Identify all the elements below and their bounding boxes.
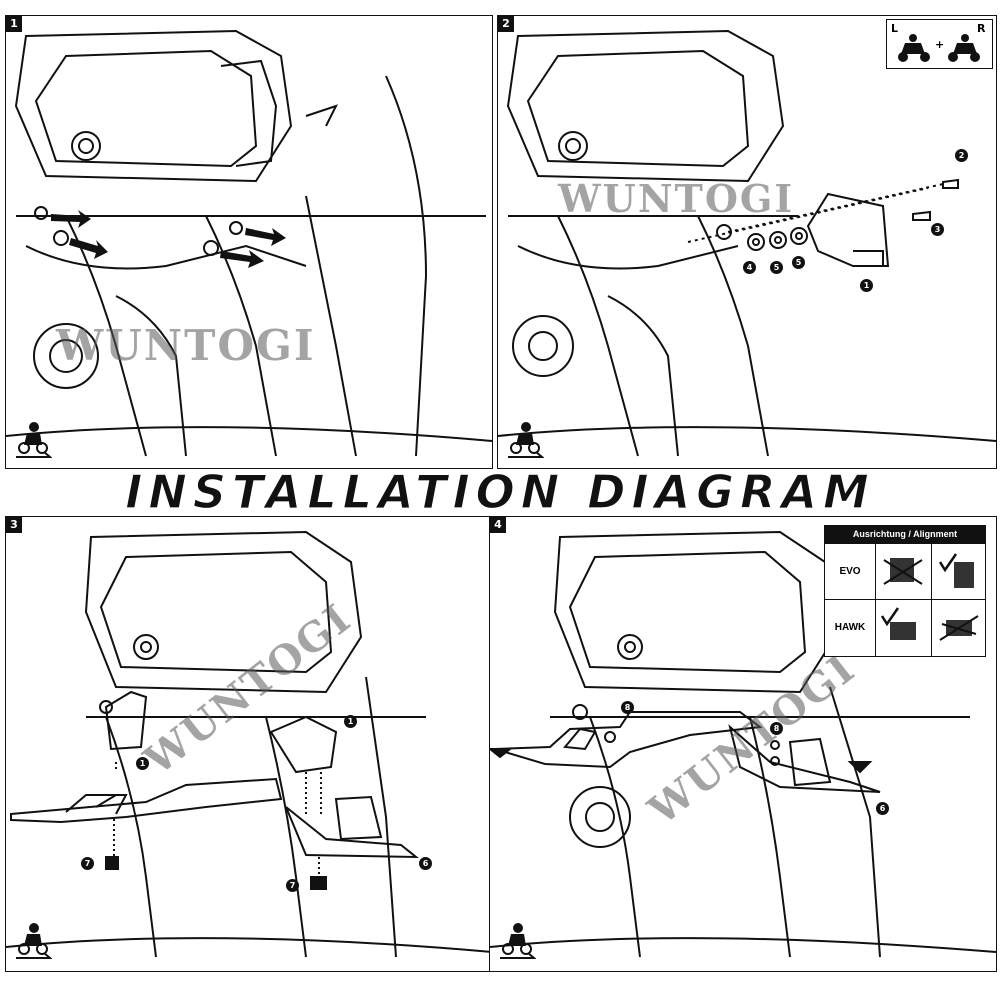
left-label: L [891,22,899,35]
right-label: R [977,22,986,35]
wrench-bike-icon [506,421,545,465]
cross-icon [876,544,930,600]
step-number: 4 [490,517,506,533]
motorcycle-frame-drawing [6,530,492,958]
step-number: 3 [6,517,22,533]
step-number: 1 [6,16,22,32]
alignment-table: Ausrichtung / Alignment EVO HAWK [824,525,986,657]
step-3-panel: 3 WUNTOGI 1 1 7 7 6 [5,516,493,972]
part-callout: 6 [876,802,889,815]
watermark: WUNTOGI [56,321,316,370]
part-callout: 4 [743,261,756,274]
part-callout: 3 [931,223,944,236]
rider-icon [948,34,980,62]
rider-icon [14,922,53,966]
step-4-panel: 4 WUNTOGI 8 8 6 Ausrichtung / Alignment … [489,516,997,972]
motorcycle-frame-drawing [498,29,996,457]
plus-label: + [935,38,945,51]
step-2-panel: 2 WUNTOGI 2 3 4 5 5 1 L + R [497,15,997,469]
part-callout: 8 [621,701,634,714]
part-callout: 5 [792,256,805,269]
part-callout: 1 [136,757,149,770]
part-callout: 7 [81,857,94,870]
rider-icon [14,421,53,465]
watermark: WUNTOGI [558,176,795,221]
left-right-badge: L + R [886,19,993,69]
motorcycle-frame-drawing [6,29,492,457]
checkmark-icon [931,544,986,600]
rider-icon [898,34,930,62]
row-label: EVO [825,544,876,600]
part-callout: 8 [770,722,783,735]
checkmark-icon [876,600,930,656]
part-callout: 6 [419,857,432,870]
alignment-header: Ausrichtung / Alignment [825,526,985,543]
alignment-row: EVO [825,543,985,600]
title-text: Installation diagram [125,468,875,516]
part-callout: 2 [955,149,968,162]
cross-icon [931,600,986,656]
motorcycle-frame-drawing [490,530,996,958]
row-label: HAWK [825,600,876,656]
part-callout: 1 [860,279,873,292]
step-1-panel: 1 WUNTOGI [5,15,493,469]
step-number: 2 [498,16,514,32]
part-callout: 5 [770,261,783,274]
part-callout: 1 [344,715,357,728]
rider-icon [498,922,537,966]
part-callout: 7 [286,879,299,892]
alignment-row: HAWK [825,599,985,656]
page-title: Installation diagram [0,464,1000,519]
